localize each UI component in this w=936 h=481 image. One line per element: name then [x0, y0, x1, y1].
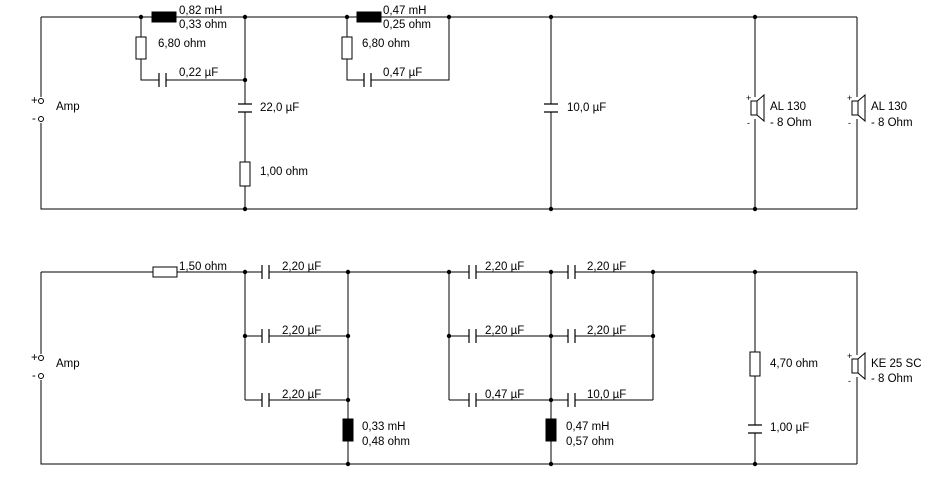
svg-text:+: +: [746, 93, 751, 103]
svg-text:-: -: [848, 118, 851, 128]
bottom-capacitor-b1-label: 2,20 µF: [485, 261, 524, 273]
top-capacitor-1: [158, 73, 167, 87]
bottom-capacitor-c1: [567, 265, 576, 279]
top-resistor-1-label: 6,80 ohm: [158, 38, 206, 50]
top-inductor-1: [151, 11, 177, 23]
svg-text:-: -: [747, 118, 750, 128]
top-amp-minus: -: [32, 113, 36, 125]
bottom-capacitor-a2-label: 2,20 µF: [282, 325, 321, 337]
top-speaker-1-impedance: - 8 Ohm: [770, 117, 812, 129]
svg-text:+: +: [847, 93, 852, 103]
bottom-inductor-1: [342, 418, 354, 442]
bottom-capacitor-c3: [567, 393, 576, 407]
top-capacitor-1-label: 0,22 µF: [179, 67, 218, 79]
top-capacitor-4-label: 10,0 µF: [567, 102, 606, 114]
bottom-inductor-2-resistance: 0,57 ohm: [566, 436, 614, 448]
top-resistor-1: [135, 36, 147, 60]
top-speaker-2-name: AL 130: [871, 101, 907, 113]
bottom-inductor-1-resistance: 0,48 ohm: [362, 436, 410, 448]
top-resistor-2-label: 1,00 ohm: [260, 166, 308, 178]
bottom-circuit: + - Amp 1,50 ohm 2,20 µF 2,20 µF 2,20 µF…: [31, 261, 922, 467]
top-inductor-1-resistance: 0,33 ohm: [179, 19, 227, 31]
bottom-resistor-1-label: 1,50 ohm: [179, 261, 227, 273]
svg-text:+: +: [847, 351, 852, 361]
bottom-amp-plus: +: [31, 352, 38, 364]
top-capacitor-3: [363, 73, 372, 87]
bottom-capacitor-last-label: 1,00 µF: [770, 422, 809, 434]
top-resistor-3: [341, 36, 353, 60]
bottom-speaker-name: KE 25 SC: [871, 358, 922, 370]
bottom-capacitor-a3: [261, 393, 270, 407]
bottom-inductor-2-value: 0,47 mH: [566, 421, 609, 433]
top-speaker-2: + -: [847, 93, 866, 128]
top-circuit: + - Amp 0,82 mH 0,33 ohm 6,80 ohm 0,22 µ…: [31, 5, 913, 212]
top-capacitor-3-label: 0,47 µF: [383, 67, 422, 79]
top-capacitor-4: [544, 103, 558, 113]
top-amp-plus: +: [31, 95, 38, 107]
bottom-capacitor-c2: [567, 329, 576, 343]
top-resistor-3-label: 6,80 ohm: [362, 38, 410, 50]
top-capacitor-2-label: 22,0 µF: [260, 102, 299, 114]
svg-text:-: -: [848, 376, 851, 386]
top-inductor-2-value: 0,47 mH: [383, 5, 426, 17]
bottom-capacitor-b2-label: 2,20 µF: [485, 325, 524, 337]
bottom-capacitor-c2-label: 2,20 µF: [587, 325, 626, 337]
bottom-capacitor-last: [748, 424, 762, 434]
top-junctions: [138, 14, 758, 212]
bottom-capacitor-c1-label: 2,20 µF: [587, 261, 626, 273]
top-capacitor-2: [238, 103, 252, 113]
top-speaker-2-impedance: - 8 Ohm: [871, 117, 913, 129]
top-inductor-1-value: 0,82 mH: [179, 5, 222, 17]
bottom-inductor-1-value: 0,33 mH: [362, 421, 405, 433]
bottom-capacitor-a1: [261, 265, 270, 279]
top-inductor-2-resistance: 0,25 ohm: [383, 19, 431, 31]
bottom-speaker-impedance: - 8 Ohm: [871, 373, 913, 385]
bottom-amp-minus: -: [32, 370, 36, 382]
top-speaker-1: + -: [746, 93, 765, 128]
bottom-capacitor-a2: [261, 329, 270, 343]
bottom-resistor-2-label: 4,70 ohm: [770, 358, 818, 370]
bottom-amp-label: Amp: [56, 358, 80, 370]
bottom-speaker: + -: [847, 351, 866, 386]
top-amp-label: Amp: [56, 101, 80, 113]
top-resistor-2: [239, 161, 251, 187]
top-speaker-1-name: AL 130: [770, 101, 806, 113]
bottom-capacitor-b1: [468, 265, 477, 279]
bottom-capacitor-c3-label: 10,0 µF: [587, 389, 626, 401]
bottom-capacitor-b3-label: 0,47 µF: [485, 389, 524, 401]
bottom-capacitor-a1-label: 2,20 µF: [282, 261, 321, 273]
bottom-capacitor-b2: [468, 329, 477, 343]
top-amp-terminals: + - Amp: [31, 95, 80, 125]
bottom-resistor-1: [152, 266, 178, 278]
top-inductor-2: [356, 11, 382, 23]
bottom-capacitor-b3: [468, 393, 477, 407]
bottom-amp-terminals: + - Amp: [31, 352, 80, 382]
top-wires: [40, 16, 858, 210]
bottom-inductor-2: [545, 418, 557, 442]
bottom-capacitor-a3-label: 2,20 µF: [282, 389, 321, 401]
bottom-wires: [40, 271, 858, 465]
bottom-resistor-2: [749, 351, 761, 377]
bottom-junctions: [242, 269, 758, 467]
